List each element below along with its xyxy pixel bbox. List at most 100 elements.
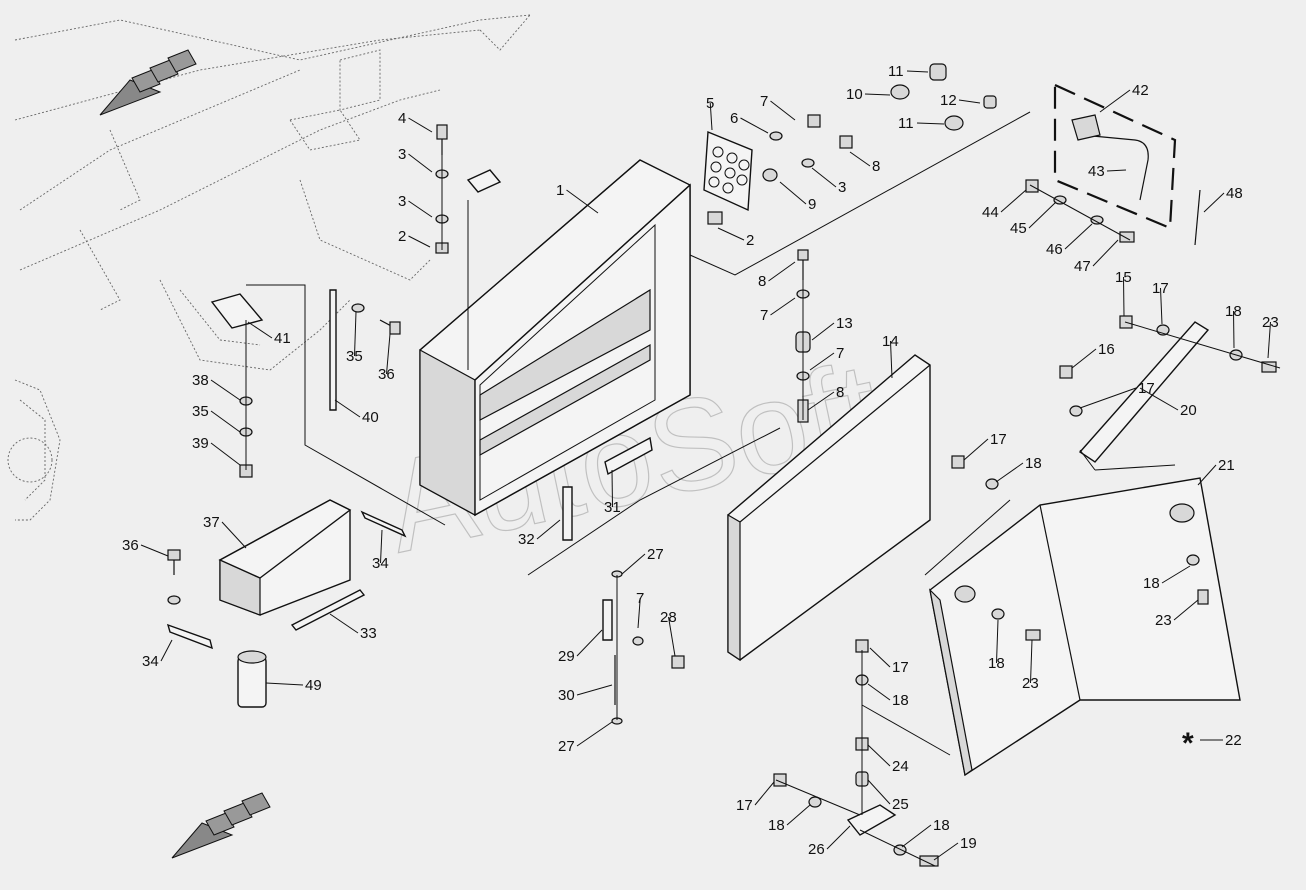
leader-line (408, 235, 431, 248)
part-number-label: 3 (398, 146, 406, 163)
mount-bracket (846, 804, 897, 836)
leader-line (408, 117, 433, 133)
leader-line (1161, 565, 1191, 584)
part-number-label: 18 (988, 655, 1005, 672)
leader-line (1197, 464, 1217, 486)
leader-line (1123, 276, 1125, 317)
part-number-label: 28 (660, 609, 677, 626)
leader-line (770, 100, 796, 121)
leader-line (1267, 321, 1271, 359)
leader-line (160, 639, 173, 662)
hold-down-clamp-lower (166, 623, 214, 650)
plate-holes (708, 146, 750, 194)
leader-line (1233, 310, 1235, 349)
part-number-label: 23 (1155, 612, 1172, 629)
part-number-label: 12 (940, 92, 957, 109)
leader-line (140, 544, 169, 557)
leader-line (1160, 287, 1163, 325)
direction-arrow-bottom (171, 792, 271, 859)
leader-line (809, 352, 835, 371)
leader-line (916, 122, 945, 125)
part-number-label: 2 (746, 232, 754, 249)
part-number-label: 24 (892, 758, 909, 775)
leader-line (754, 781, 775, 806)
part-number-label: 48 (1226, 185, 1243, 202)
part-number-label: 41 (274, 330, 291, 347)
leader-line (933, 842, 959, 861)
part-number-label: 46 (1046, 241, 1063, 258)
part-number-label: 18 (1143, 575, 1160, 592)
rubber-strip (604, 436, 653, 476)
leader-line (1028, 201, 1057, 229)
part-number-label: 14 (882, 333, 899, 350)
part-number-label: 34 (372, 555, 389, 572)
side-cover (929, 477, 1241, 777)
part-number-label: 36 (378, 366, 395, 383)
part-number-label: 44 (982, 204, 999, 221)
part-number-label: 23 (1262, 314, 1279, 331)
leader-line (811, 322, 835, 341)
part-number-label: 23 (1022, 675, 1039, 692)
latch (466, 169, 502, 193)
leader-line (768, 261, 796, 282)
leader-line (637, 597, 641, 629)
part-number-label: 11 (888, 63, 904, 80)
leader-line (408, 153, 433, 173)
latch-rod (1081, 134, 1149, 201)
leader-line (906, 70, 929, 73)
part-number-label: 7 (636, 590, 644, 607)
part-number-label: 19 (960, 835, 977, 852)
leader-line (1092, 239, 1119, 267)
leader-line (334, 399, 361, 418)
tie-strip (329, 289, 337, 411)
assembly-lines (245, 111, 1281, 867)
leader-line (576, 684, 613, 696)
leader-line (811, 167, 837, 188)
leader-line (1099, 89, 1131, 113)
leader-line (576, 629, 603, 657)
leader-line (1079, 387, 1137, 409)
part-number-label: 8 (758, 273, 766, 290)
leader-line (1030, 639, 1033, 684)
leader-line (995, 462, 1024, 483)
leader-line (210, 442, 241, 466)
leader-line (576, 721, 613, 747)
part-number-label: 49 (305, 677, 322, 694)
grommet-plate (703, 130, 753, 212)
leader-line (1173, 599, 1199, 621)
leader-line (779, 181, 807, 205)
part-number-label: 5 (706, 95, 714, 112)
part-number-label: 29 (558, 648, 575, 665)
leader-line (1203, 192, 1225, 213)
hold-down-clamp-upper (360, 510, 407, 538)
leader-line (210, 379, 241, 401)
part-number-label: 7 (760, 307, 768, 324)
part-number-label: 18 (768, 817, 785, 834)
battery-box (419, 159, 691, 517)
leader-line (380, 529, 383, 564)
part-number-label: 18 (892, 692, 909, 709)
leader-line (867, 683, 891, 701)
leader-line (996, 619, 999, 664)
leader-line (329, 613, 359, 634)
leader-line (958, 99, 981, 104)
part-number-label: 35 (346, 348, 363, 365)
part-number-label: 27 (558, 738, 575, 755)
leader-line (1071, 348, 1097, 369)
leader-line (709, 102, 713, 131)
leader-line (1139, 387, 1179, 411)
part-number-label: 45 (1010, 220, 1027, 237)
latch-assembly-outline (1053, 83, 1177, 230)
part-number-label: 40 (362, 409, 379, 426)
box-door (727, 354, 931, 662)
support-bracket (1078, 321, 1210, 463)
leader-line (611, 469, 613, 508)
leader-line (536, 519, 561, 540)
leader-line (890, 340, 893, 379)
part-number-label: 13 (836, 315, 853, 332)
part-number-label: 4 (398, 110, 406, 127)
part-number-label: 32 (518, 531, 535, 548)
